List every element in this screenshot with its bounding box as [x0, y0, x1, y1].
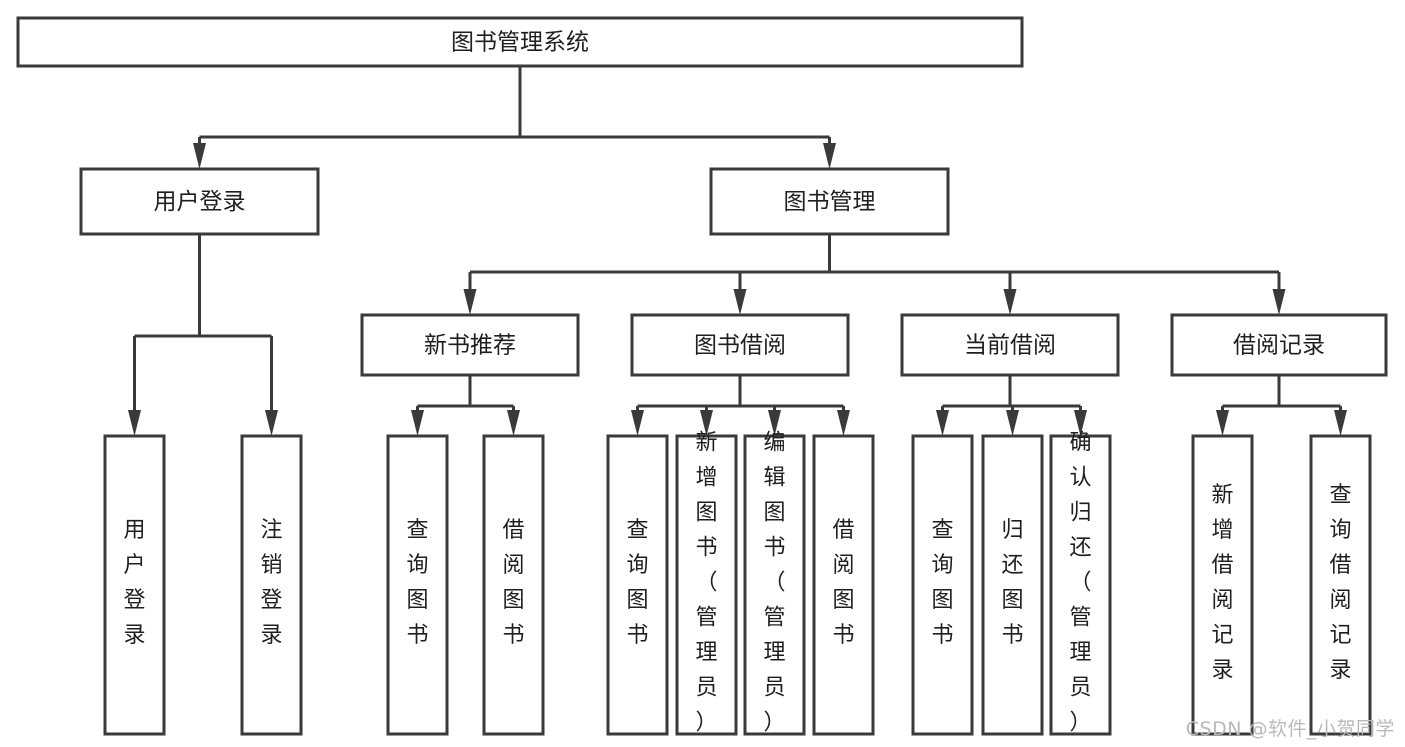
edge-newbook-to-leaf-3: [411, 375, 472, 436]
node-leaf-6[interactable]: 新增图书（管理员）: [675, 431, 738, 736]
node-leaf-10[interactable]: 归还图书: [981, 434, 1044, 736]
edge-login-to-leaf-2: [198, 234, 278, 436]
node-leaf-9[interactable]: 查询图书: [911, 434, 974, 736]
node-leaf-11[interactable]: 确认归还（管理员）: [1049, 431, 1112, 736]
node-leaf-1[interactable]: 用户登录: [103, 434, 166, 736]
arrow-head-icon: [1003, 289, 1017, 315]
arrow-head-icon: [1006, 410, 1019, 436]
node-box[interactable]: [79, 167, 320, 236]
node-box[interactable]: [386, 434, 449, 736]
node-box[interactable]: [482, 434, 545, 736]
arrow-head-icon: [631, 410, 644, 436]
node-box[interactable]: [630, 313, 850, 377]
arrow-head-icon: [128, 410, 141, 436]
node-bookmgr[interactable]: 图书管理: [709, 167, 950, 236]
node-label: 查询借阅记录: [1329, 483, 1351, 683]
node-leaf-13[interactable]: 查询借阅记录: [1309, 434, 1372, 736]
arrow-head-icon: [1272, 289, 1286, 315]
arrow-head-icon: [768, 410, 781, 436]
edge-root-to-bookmgr: [518, 66, 836, 169]
edge-login-to-leaf-1: [128, 234, 201, 436]
node-label: 查询图书: [406, 518, 428, 648]
node-leaf-12[interactable]: 新增借阅记录: [1191, 434, 1254, 736]
edge-bookmgr-to-borrow: [733, 234, 831, 315]
edge-current-to-leaf-11: [1008, 375, 1087, 436]
node-label: 编辑图书（管理员）: [763, 431, 785, 736]
node-box[interactable]: [1170, 313, 1388, 377]
node-box[interactable]: [1191, 434, 1254, 736]
node-label: 图书借阅: [694, 333, 786, 359]
node-leaf-5[interactable]: 查询图书: [606, 434, 669, 736]
arrow-head-icon: [463, 289, 477, 315]
node-leaf-3[interactable]: 查询图书: [386, 434, 449, 736]
node-box[interactable]: [743, 434, 806, 736]
node-box[interactable]: [675, 434, 738, 736]
node-label: 借阅图书: [832, 518, 854, 648]
node-label: 新书推荐: [424, 333, 516, 359]
node-borrow[interactable]: 图书借阅: [630, 313, 850, 377]
node-label: 确认归还（管理员）: [1069, 431, 1091, 736]
node-label: 归还图书: [1001, 518, 1023, 648]
node-leaf-7[interactable]: 编辑图书（管理员）: [743, 431, 806, 736]
node-label: 新增图书（管理员）: [695, 431, 717, 736]
edge-bookmgr-to-newbook: [463, 234, 831, 315]
node-box[interactable]: [360, 313, 580, 377]
node-box[interactable]: [1309, 434, 1372, 736]
arrow-head-icon: [936, 410, 949, 436]
edge-root-to-login: [193, 66, 522, 169]
node-label: 查询图书: [626, 518, 648, 648]
node-box[interactable]: [911, 434, 974, 736]
node-box[interactable]: [240, 434, 303, 736]
node-leaf-4[interactable]: 借阅图书: [482, 434, 545, 736]
edge-bookmgr-to-current: [828, 234, 1017, 315]
node-records[interactable]: 借阅记录: [1170, 313, 1388, 377]
node-label: 借阅图书: [502, 518, 524, 648]
node-box[interactable]: [812, 434, 875, 736]
node-box[interactable]: [709, 167, 950, 236]
nodes-layer: 图书管理系统用户登录图书管理新书推荐图书借阅当前借阅借阅记录用户登录注销登录查询…: [16, 16, 1388, 736]
node-box[interactable]: [16, 16, 1024, 68]
edge-newbook-to-leaf-4: [468, 375, 520, 436]
node-label: 图书管理系统: [451, 30, 589, 56]
edge-current-to-leaf-9: [936, 375, 1012, 436]
arrow-head-icon: [411, 410, 424, 436]
arrow-head-icon: [823, 143, 836, 169]
arrow-head-icon: [193, 143, 206, 169]
node-label: 用户登录: [123, 518, 145, 648]
node-box[interactable]: [900, 313, 1120, 377]
node-leaf-2[interactable]: 注销登录: [240, 434, 303, 736]
node-label: 查询图书: [931, 518, 953, 648]
node-label: 新增借阅记录: [1211, 483, 1233, 683]
node-leaf-8[interactable]: 借阅图书: [812, 434, 875, 736]
arrow-head-icon: [265, 410, 278, 436]
arrow-head-icon: [1074, 410, 1087, 436]
node-label: 用户登录: [154, 189, 246, 215]
node-newbook[interactable]: 新书推荐: [360, 313, 580, 377]
arrow-head-icon: [1334, 410, 1347, 436]
node-root[interactable]: 图书管理系统: [16, 16, 1024, 68]
node-label: 借阅记录: [1233, 333, 1325, 359]
arrow-head-icon: [733, 289, 747, 315]
node-box[interactable]: [606, 434, 669, 736]
node-box[interactable]: [981, 434, 1044, 736]
arrow-head-icon: [700, 410, 713, 436]
node-label: 当前借阅: [964, 333, 1056, 359]
node-box[interactable]: [1049, 434, 1112, 736]
arrow-head-icon: [507, 410, 520, 436]
node-login[interactable]: 用户登录: [79, 167, 320, 236]
node-label: 图书管理: [784, 189, 876, 215]
node-box[interactable]: [103, 434, 166, 736]
node-current[interactable]: 当前借阅: [900, 313, 1120, 377]
arrow-head-icon: [837, 410, 850, 436]
edges-layer: [128, 66, 1347, 436]
edge-bookmgr-to-records: [828, 234, 1286, 315]
arrow-head-icon: [1216, 410, 1229, 436]
node-label: 注销登录: [260, 518, 282, 648]
edge-records-to-leaf-12: [1216, 375, 1281, 436]
edge-borrow-to-leaf-8: [738, 375, 850, 436]
edge-records-to-leaf-13: [1277, 375, 1347, 436]
